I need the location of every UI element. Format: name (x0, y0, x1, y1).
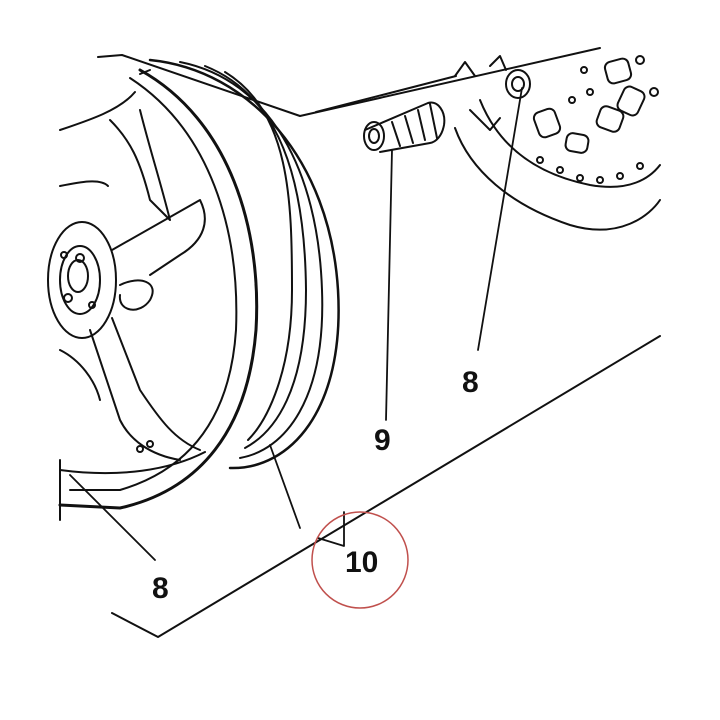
brake-disc (454, 55, 661, 231)
callout-10: 10 (345, 546, 379, 579)
highlight-circle (311, 511, 409, 609)
leader-10-a (269, 444, 301, 529)
leader-9 (385, 149, 393, 421)
callout-8-left: 8 (152, 572, 169, 605)
callout-9: 9 (374, 424, 391, 457)
wheel-rim (47, 58, 340, 510)
leader-8-left (69, 474, 156, 561)
leader-10-b (317, 511, 345, 547)
callout-8-right: 8 (462, 366, 479, 399)
spacer-part (363, 101, 446, 153)
leader-8-right (477, 87, 523, 351)
leader-lines (69, 87, 523, 561)
